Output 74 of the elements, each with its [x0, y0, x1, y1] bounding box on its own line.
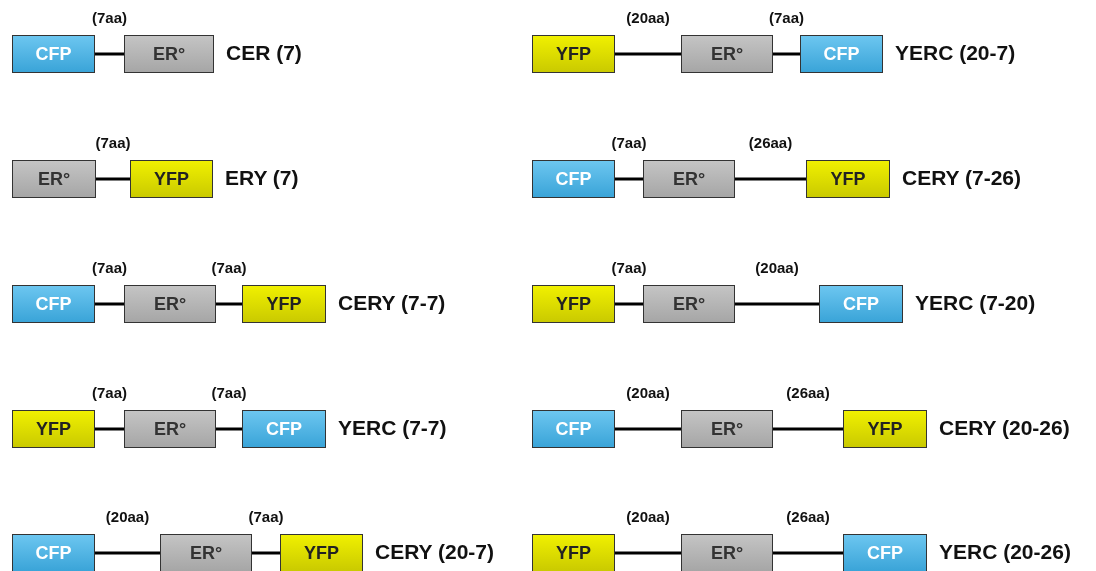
linker-line	[95, 551, 160, 555]
construct-name: YERC (20-26)	[939, 540, 1071, 564]
linker-line	[735, 302, 819, 306]
cfp-box: CFP	[12, 35, 95, 73]
construct-name: CERY (20-7)	[375, 540, 495, 564]
yfp-box: YFP	[12, 410, 95, 448]
construct-name: ERY (7)	[225, 166, 299, 190]
linker-label: (20aa)	[626, 384, 670, 401]
linker-label: (26aa)	[748, 134, 793, 151]
linker-label: (7aa)	[92, 259, 127, 276]
construct-name: CERY (7-7)	[338, 291, 446, 315]
linker-label: (7aa)	[95, 134, 131, 151]
construct-name: CERY (20-26)	[939, 416, 1070, 440]
linker-label: (7aa)	[248, 508, 284, 525]
yfp-box: YFP	[130, 160, 213, 198]
linker-label: (7aa)	[611, 259, 647, 276]
yfp-box: YFP	[280, 534, 363, 571]
cfp-box: CFP	[819, 285, 903, 323]
linker-line	[216, 302, 242, 306]
linker-line	[95, 52, 124, 56]
linker-label: (7aa)	[769, 9, 804, 26]
er-box: ER°	[124, 35, 214, 73]
construct-name: YERC (7-20)	[915, 291, 1036, 315]
linker-label: (20aa)	[755, 259, 799, 276]
er-box: ER°	[681, 410, 773, 448]
linker-line	[773, 427, 843, 431]
er-box: ER°	[12, 160, 96, 198]
cfp-box: CFP	[242, 410, 326, 448]
cfp-box: CFP	[532, 160, 615, 198]
er-box: ER°	[643, 285, 735, 323]
linker-line	[615, 551, 681, 555]
yfp-box: YFP	[532, 285, 615, 323]
linker-label: (20aa)	[626, 9, 670, 26]
er-box: ER°	[681, 534, 773, 571]
linker-line	[773, 52, 800, 56]
linker-line	[95, 302, 124, 306]
er-box: ER°	[124, 410, 216, 448]
cfp-box: CFP	[12, 534, 95, 571]
linker-label: (7aa)	[92, 384, 127, 401]
yfp-box: YFP	[843, 410, 927, 448]
linker-line	[615, 302, 643, 306]
linker-label: (7aa)	[211, 384, 247, 401]
yfp-box: YFP	[806, 160, 890, 198]
linker-line	[615, 177, 643, 181]
linker-line	[615, 427, 681, 431]
construct-name: YERC (7-7)	[338, 416, 447, 440]
linker-label: (7aa)	[92, 9, 127, 26]
cfp-box: CFP	[843, 534, 927, 571]
linker-label: (7aa)	[211, 259, 247, 276]
er-box: ER°	[160, 534, 252, 571]
cfp-box: CFP	[800, 35, 883, 73]
linker-label: (26aa)	[786, 384, 830, 401]
linker-label: (20aa)	[105, 508, 150, 525]
cfp-box: CFP	[532, 410, 615, 448]
linker-line	[735, 177, 806, 181]
linker-line	[216, 427, 242, 431]
linker-line	[252, 551, 280, 555]
linker-line	[773, 551, 843, 555]
construct-name: YERC (20-7)	[895, 41, 1016, 65]
linker-line	[615, 52, 681, 56]
linker-line	[95, 427, 124, 431]
linker-line	[96, 177, 130, 181]
yfp-box: YFP	[242, 285, 326, 323]
linker-label: (7aa)	[611, 134, 647, 151]
er-box: ER°	[124, 285, 216, 323]
construct-name: CERY (7-26)	[902, 166, 1022, 190]
yfp-box: YFP	[532, 35, 615, 73]
linker-label: (26aa)	[786, 508, 830, 525]
cfp-box: CFP	[12, 285, 95, 323]
er-box: ER°	[681, 35, 773, 73]
er-box: ER°	[643, 160, 735, 198]
linker-label: (20aa)	[626, 508, 670, 525]
yfp-box: YFP	[532, 534, 615, 571]
construct-name: CER (7)	[226, 41, 302, 65]
